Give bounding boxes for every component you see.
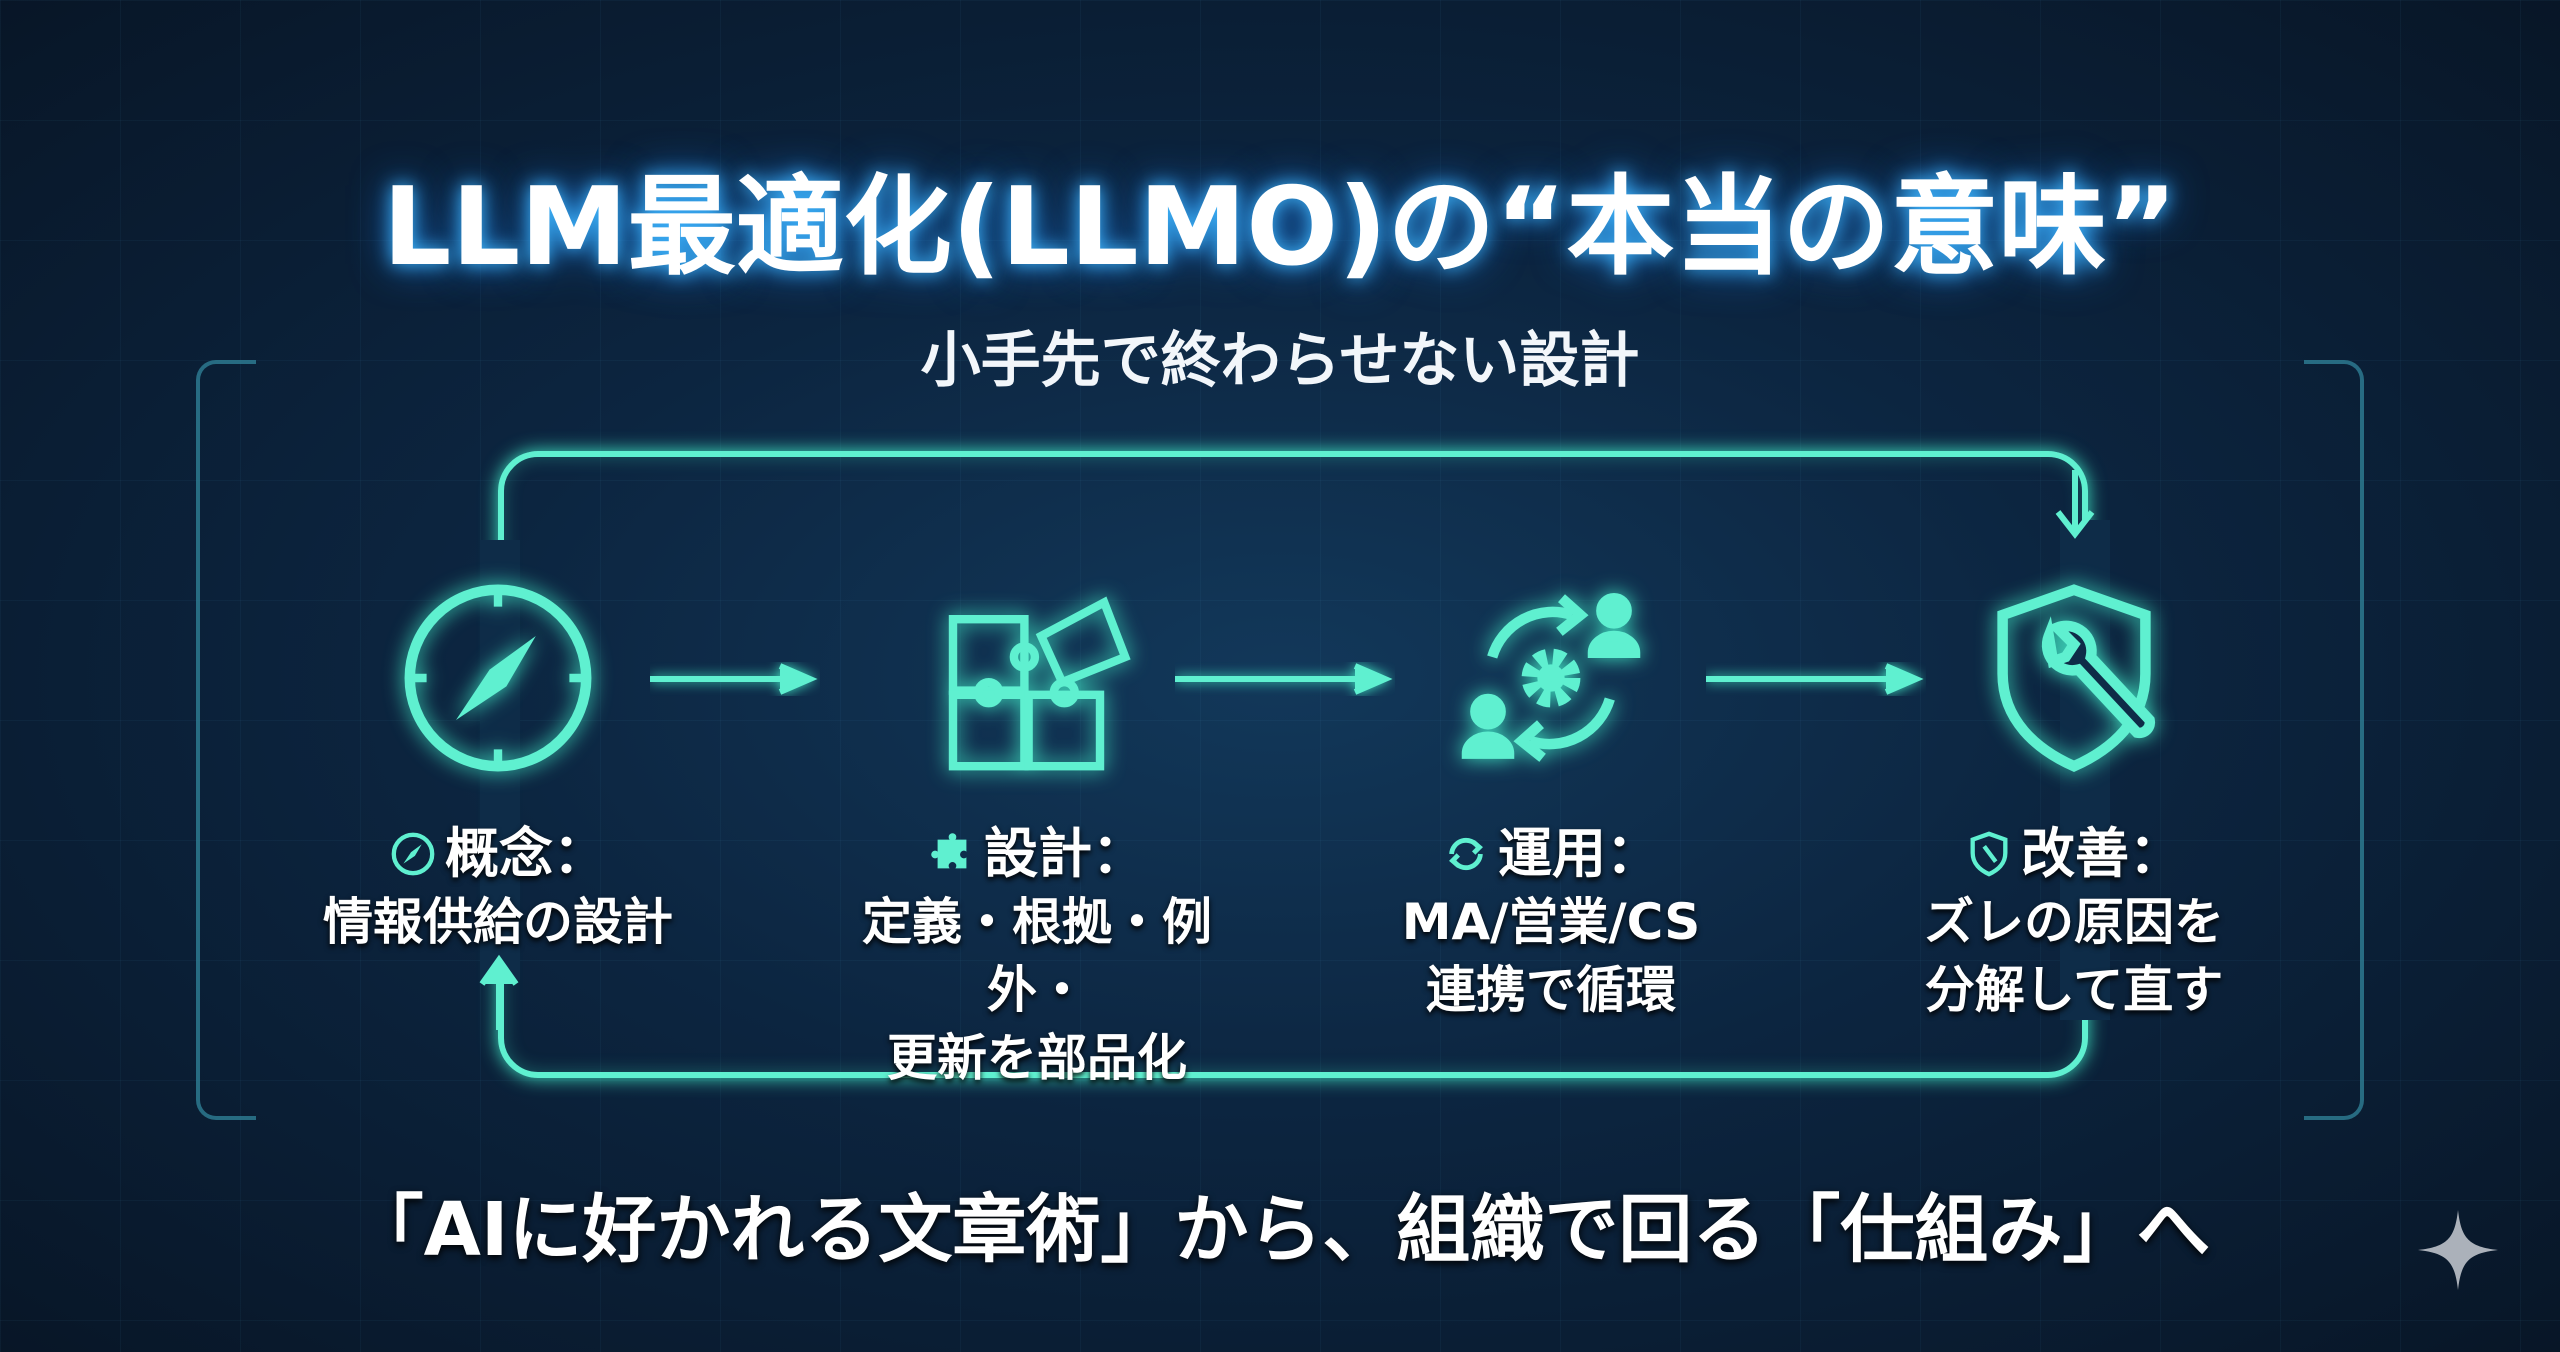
- step-heading: 概念：: [445, 822, 607, 885]
- tagline: 「AIに好かれる文章術」から、組織で回る「仕組み」へ: [349, 1187, 2211, 1273]
- step-text: 更新を部品化: [887, 1029, 1187, 1087]
- step-heading: 改善：: [2021, 822, 2183, 885]
- step-design-label: 設計： 定義・根拠・例外・ 更新を部品化: [827, 820, 1247, 1092]
- step-text: 分解して直す: [1924, 961, 2224, 1019]
- sparkle-icon: [2418, 1210, 2498, 1290]
- puzzle-icon: [927, 568, 1147, 788]
- compass-icon: [391, 832, 435, 876]
- shield-wrench-icon: [1964, 568, 2184, 788]
- puzzle-icon: [931, 833, 967, 869]
- step-text: 情報供給の設計: [323, 893, 673, 951]
- compass-icon: [388, 568, 608, 788]
- step-text: ズレの原因を: [1924, 893, 2224, 951]
- cycle-gear-people-icon: [1441, 568, 1661, 788]
- loop-arrow-up-icon: [479, 954, 519, 1030]
- step-improve-label: 改善： ズレの原因を 分解して直す: [1864, 820, 2284, 1024]
- page-subtitle: 小手先で終わらせない設計: [920, 326, 1640, 396]
- cycle-loop: [498, 451, 2088, 1078]
- step-concept-label: 概念： 情報供給の設計: [288, 820, 708, 956]
- loop-arrow-down-icon: [2055, 470, 2095, 539]
- arrow-right-icon: [1175, 663, 1393, 695]
- frame-left-bracket: [196, 360, 256, 1120]
- step-text: 定義・根拠・例外・: [862, 893, 1212, 1019]
- refresh-icon: [1449, 837, 1483, 871]
- frame-right-bracket: [2304, 360, 2364, 1120]
- step-operation-label: 運用： MA/営業/CS 連携で循環: [1341, 820, 1761, 1024]
- arrow-right-icon: [650, 663, 818, 695]
- arrow-right-icon: [1706, 663, 1924, 695]
- step-heading: 運用：: [1498, 822, 1660, 885]
- shield-wrench-icon: [1970, 831, 2008, 877]
- page-title: LLM最適化(LLMO)の“本当の意味”: [382, 165, 2178, 290]
- step-heading: 設計：: [984, 822, 1146, 885]
- step-text: 連携で循環: [1426, 961, 1676, 1019]
- step-text: MA/営業/CS: [1401, 893, 1701, 951]
